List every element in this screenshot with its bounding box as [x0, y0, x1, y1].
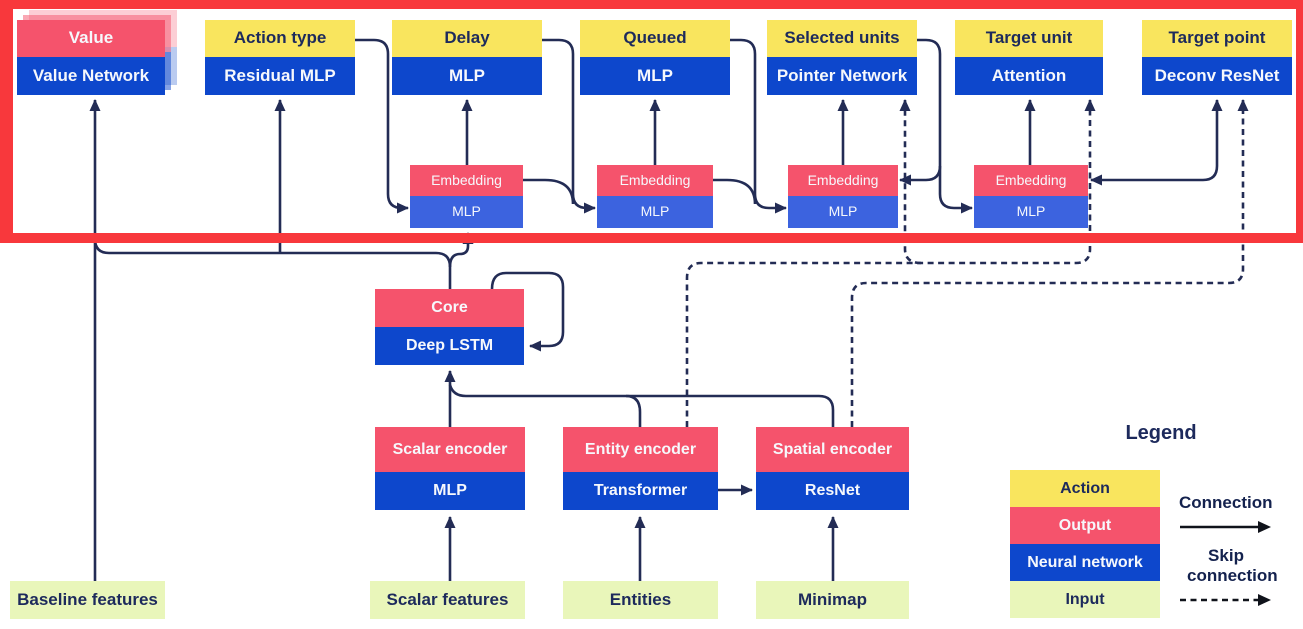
- embedding-4-label: Embedding: [974, 165, 1088, 196]
- encoder-scalar-label: Scalar encoder: [375, 427, 525, 472]
- conn-entity-out: [625, 394, 642, 427]
- conn-core-branch-left: [93, 238, 452, 268]
- head-delay-action: Delay: [392, 20, 542, 57]
- conn-delay-to-embedding2: [542, 38, 596, 214]
- head-target-point: Target point Deconv ResNet: [1142, 20, 1292, 95]
- encoder-entity: Entity encoder Transformer: [563, 427, 718, 510]
- input-baseline-features: Baseline features: [10, 581, 165, 619]
- head-queued-network: MLP: [580, 57, 730, 95]
- encoder-entity-label: Entity encoder: [563, 427, 718, 472]
- head-target-point-network: Deconv ResNet: [1142, 57, 1292, 95]
- head-queued-action: Queued: [580, 20, 730, 57]
- head-action-type-network: Residual MLP: [205, 57, 355, 95]
- conn-selectedunits-to-embedding4: [917, 38, 973, 214]
- legend-skip-label: Skip connection: [1187, 546, 1278, 585]
- embedding-1-mlp: MLP: [410, 196, 523, 228]
- head-target-unit: Target unit Attention: [955, 20, 1103, 95]
- head-value-output: Value: [17, 20, 165, 57]
- legend-output-swatch: Output: [1010, 507, 1160, 544]
- legend-neural-network-swatch: Neural network: [1010, 544, 1160, 581]
- embedding-3-label: Embedding: [788, 165, 898, 196]
- legend-title: Legend: [1125, 422, 1197, 444]
- head-queued: Queued MLP: [580, 20, 730, 95]
- conn-core-to-embedding1: [448, 232, 474, 289]
- head-value-network: Value Network: [17, 57, 165, 95]
- embedding-4-mlp: MLP: [974, 196, 1088, 228]
- legend-connection-label: Connection: [1179, 493, 1273, 512]
- conn-embedding1-out: [523, 178, 575, 205]
- dashed-arrow-sample: [1180, 594, 1271, 606]
- embedding-1: Embedding MLP: [410, 165, 523, 228]
- encoder-scalar: Scalar encoder MLP: [375, 427, 525, 510]
- conn-embedding2-out: [713, 178, 757, 205]
- solid-arrow-sample: [1180, 521, 1271, 533]
- encoder-scalar-network: MLP: [375, 472, 525, 510]
- input-entities: Entities: [563, 581, 718, 619]
- embedding-1-label: Embedding: [410, 165, 523, 196]
- core-lstm: Deep LSTM: [375, 327, 524, 365]
- legend-action-swatch: Action: [1010, 470, 1160, 507]
- input-minimap: Minimap: [756, 581, 909, 619]
- head-selected-units-action: Selected units: [767, 20, 917, 57]
- skip-entity-to-attention: [685, 99, 1096, 427]
- conn-selectedunits-feedback-embedding3: [899, 165, 942, 186]
- head-target-point-action: Target point: [1142, 20, 1292, 57]
- head-selected-units-network: Pointer Network: [767, 57, 917, 95]
- encoder-spatial-network: ResNet: [756, 472, 909, 510]
- encoder-spatial: Spatial encoder ResNet: [756, 427, 909, 510]
- conn-actiontype-to-embedding1: [355, 38, 409, 214]
- head-action-type: Action type Residual MLP: [205, 20, 355, 95]
- head-delay-network: MLP: [392, 57, 542, 95]
- head-value: Value Value Network: [17, 20, 165, 95]
- head-target-unit-network: Attention: [955, 57, 1103, 95]
- embedding-2-mlp: MLP: [597, 196, 713, 228]
- head-delay: Delay MLP: [392, 20, 542, 95]
- head-action-type-action: Action type: [205, 20, 355, 57]
- conn-core-self-loop: [490, 271, 565, 352]
- encoder-entity-network: Transformer: [563, 472, 718, 510]
- conn-queued-to-embedding3: [730, 38, 787, 214]
- conn-embedding4-to-deconv: [1090, 99, 1223, 186]
- head-selected-units: Selected units Pointer Network: [767, 20, 917, 95]
- core: Core Deep LSTM: [375, 289, 524, 365]
- input-scalar-features: Scalar features: [370, 581, 525, 619]
- embedding-3: Embedding MLP: [788, 165, 898, 228]
- core-label: Core: [375, 289, 524, 327]
- encoder-spatial-label: Spatial encoder: [756, 427, 909, 472]
- legend-input-swatch: Input: [1010, 581, 1160, 618]
- embedding-3-mlp: MLP: [788, 196, 898, 228]
- skip-entity-to-pointer: [899, 99, 922, 265]
- embedding-4: Embedding MLP: [974, 165, 1088, 228]
- legend-swatches: Action Output Neural network Input: [1010, 470, 1160, 618]
- embedding-2-label: Embedding: [597, 165, 713, 196]
- embedding-2: Embedding MLP: [597, 165, 713, 228]
- conn-spatial-out: [448, 384, 835, 427]
- head-target-unit-action: Target unit: [955, 20, 1103, 57]
